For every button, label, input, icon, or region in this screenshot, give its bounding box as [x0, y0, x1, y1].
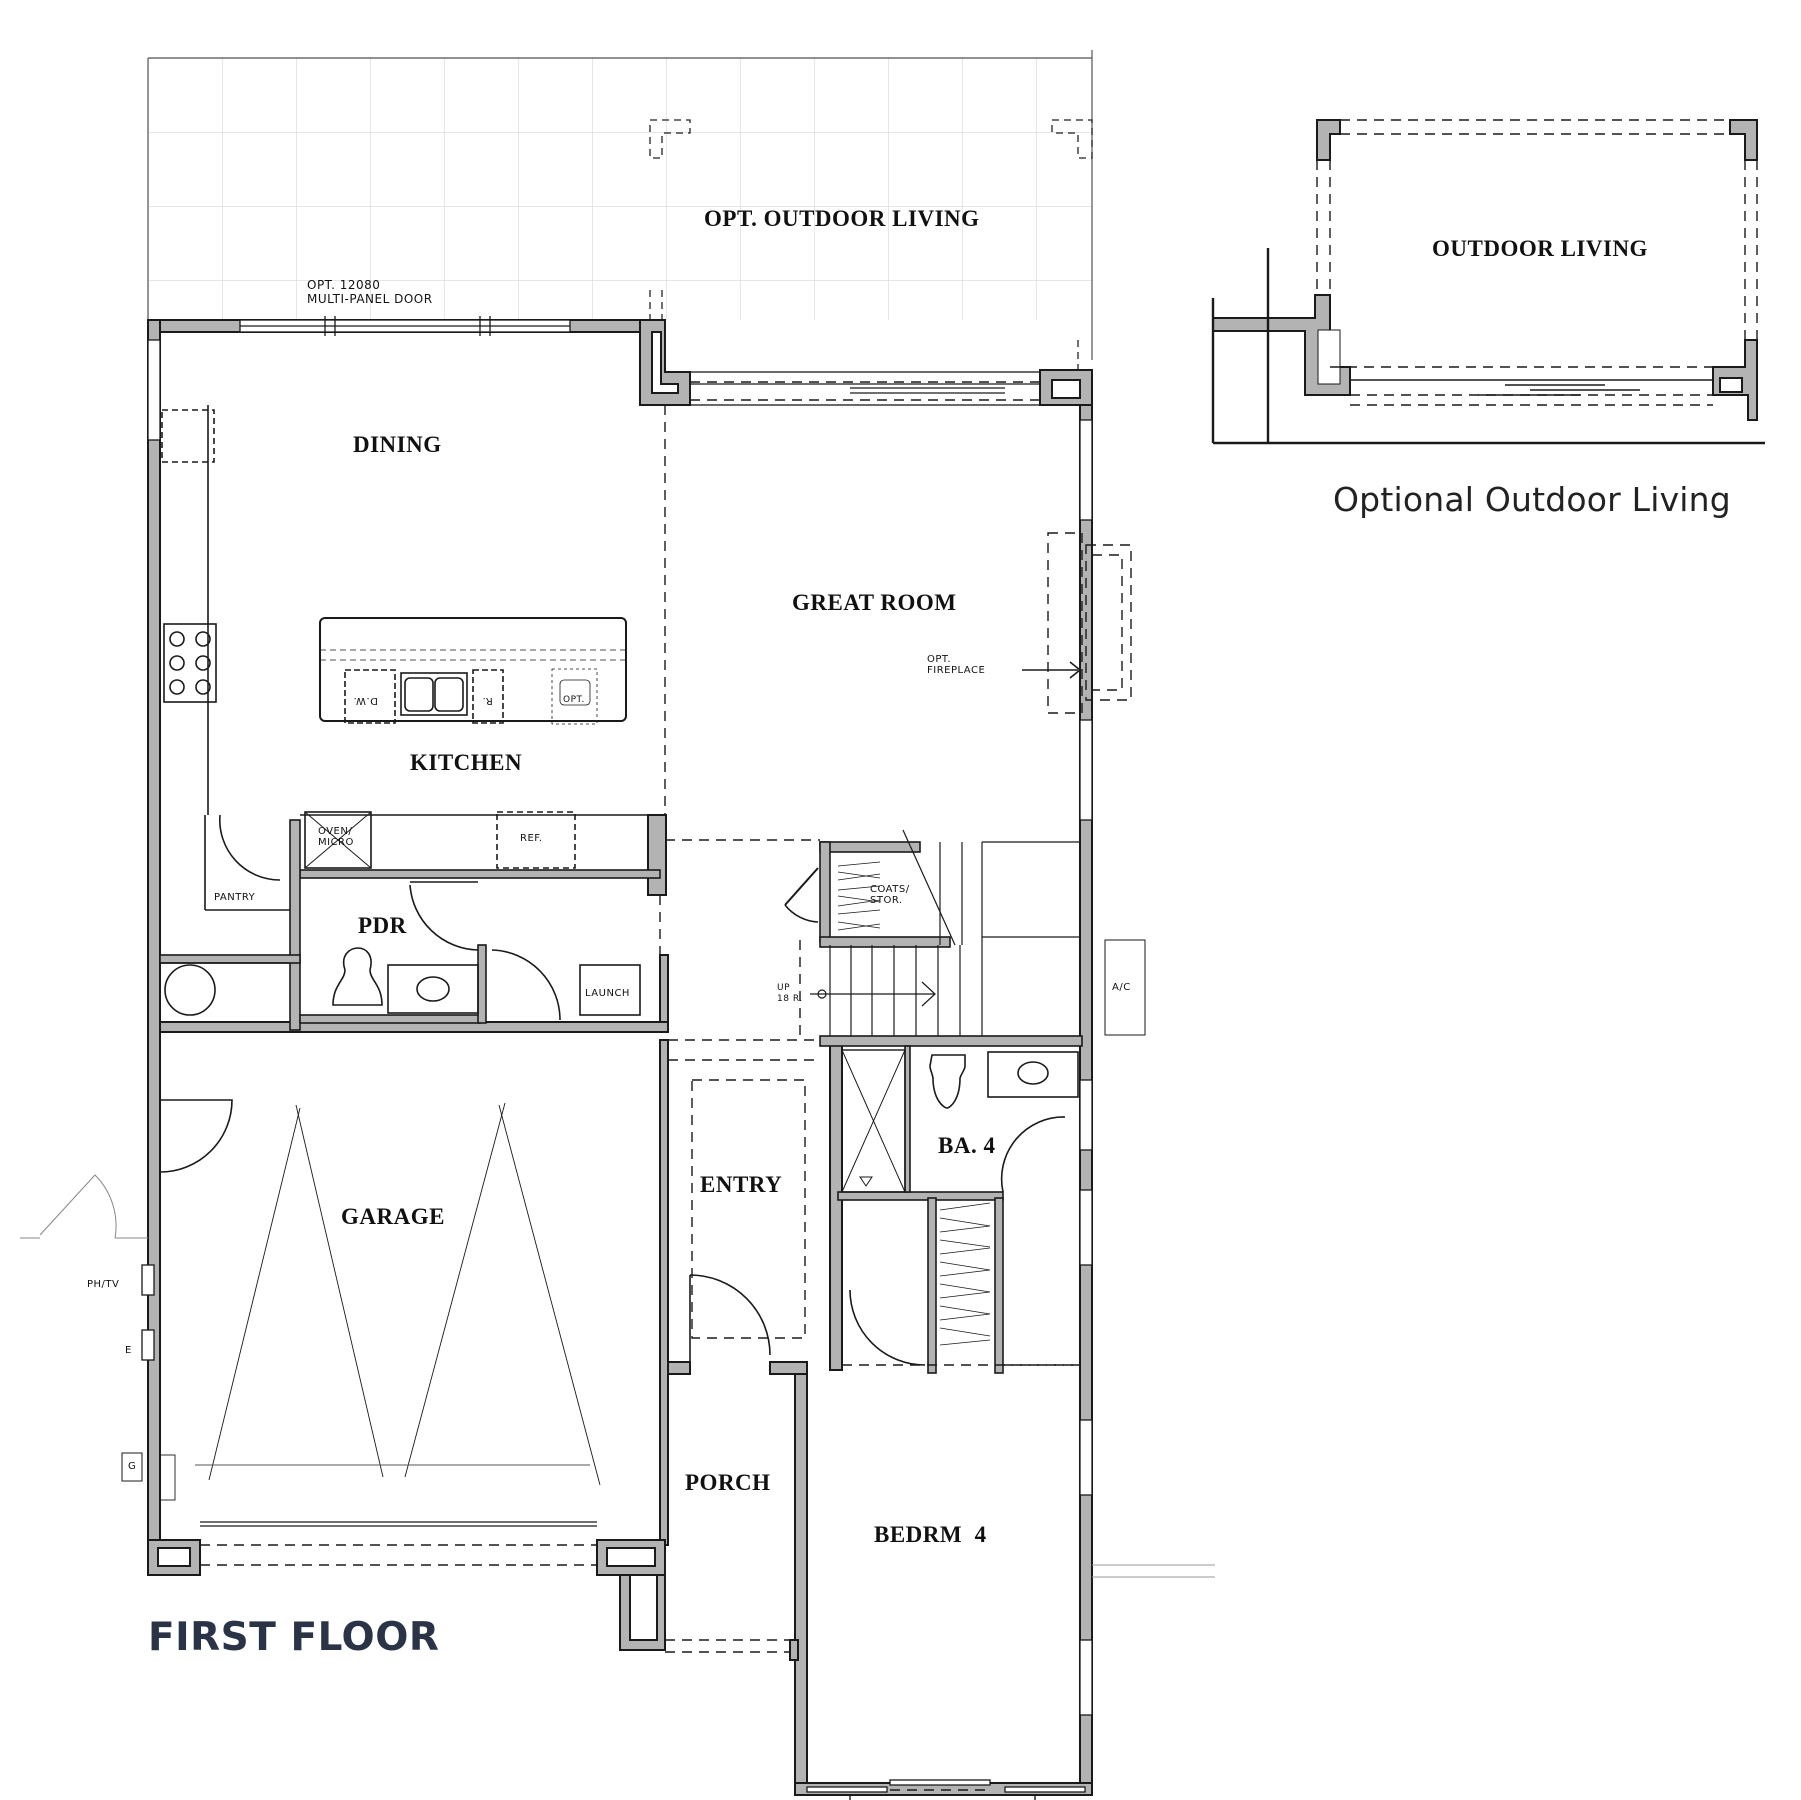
- note-coats-line2: STOR.: [870, 895, 903, 906]
- note-ref: REF.: [520, 833, 543, 844]
- room-label-entry: ENTRY: [700, 1172, 783, 1197]
- room-label-garage: GARAGE: [341, 1204, 445, 1229]
- optional-outdoor-living-caption: Optional Outdoor Living: [1333, 480, 1731, 519]
- note-fireplace-line1: OPT.: [927, 654, 952, 665]
- exterior-walls: [147, 319, 1093, 1796]
- room-label-outdoor-living: OUTDOOR LIVING: [1432, 236, 1648, 261]
- note-electric: E: [125, 1345, 132, 1356]
- note-pantry: PANTRY: [214, 892, 256, 903]
- note-oven-line1: OVEN/: [318, 826, 353, 837]
- interior-walls: [159, 819, 1083, 1374]
- optional-outdoor-living-inset: [1211, 119, 1765, 445]
- room-label-dining: DINING: [353, 432, 442, 457]
- note-launch: LAUNCH: [585, 988, 630, 999]
- note-coats-line1: COATS/: [870, 884, 910, 895]
- room-label-kitchen: KITCHEN: [410, 750, 523, 775]
- note-oven-line2: MICRO: [318, 837, 354, 848]
- note-multi-panel-door-line1: OPT. 12080: [307, 278, 381, 292]
- note-opt-fireplace: OPT. FIREPLACE: [927, 654, 985, 676]
- note-phone-tv: PH/TV: [87, 1279, 120, 1290]
- note-fireplace-line2: FIREPLACE: [927, 665, 986, 676]
- room-label-bedrm4: BEDRM 4: [874, 1522, 987, 1547]
- note-gas: G: [128, 1461, 137, 1472]
- openings: [141, 316, 1093, 1793]
- note-dishwasher: D.W.: [353, 695, 378, 706]
- opt-outdoor-grid: [147, 50, 1093, 370]
- room-label-ba4: BA. 4: [938, 1133, 996, 1158]
- note-ac: A/C: [1112, 982, 1131, 993]
- note-stairs-line2: 18 R.: [777, 994, 803, 1004]
- room-label-great-room: GREAT ROOM: [792, 590, 957, 615]
- note-coats-storage: COATS/ STOR.: [870, 884, 910, 906]
- note-oven-micro: OVEN/ MICRO: [318, 826, 354, 848]
- note-refrigerator-short: R.: [482, 695, 493, 706]
- floor-title: FIRST FLOOR: [148, 1615, 440, 1660]
- note-multi-panel-door-line2: MULTI-PANEL DOOR: [307, 292, 433, 306]
- fixtures: [20, 405, 1215, 1800]
- room-label-porch: PORCH: [685, 1470, 771, 1495]
- note-opt: OPT.: [563, 695, 585, 705]
- note-stairs-up: UP 18 R.: [777, 983, 803, 1005]
- room-label-opt-outdoor-living: OPT. OUTDOOR LIVING: [704, 206, 980, 231]
- dashed-lines: [200, 381, 1132, 1791]
- note-multi-panel-door: OPT. 12080 MULTI-PANEL DOOR: [307, 278, 433, 306]
- note-stairs-line1: UP: [777, 983, 791, 993]
- room-label-pdr: PDR: [358, 913, 407, 938]
